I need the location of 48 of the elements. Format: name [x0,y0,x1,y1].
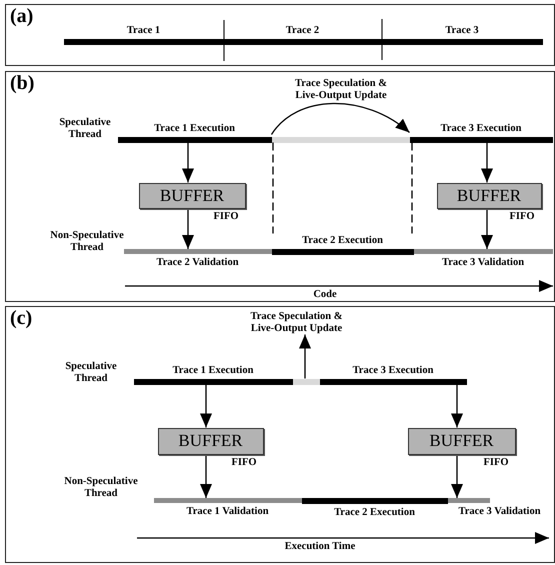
fifo-label: FIFO [232,456,257,468]
arrow [451,384,463,428]
buffer-box: BUFFER [138,182,246,208]
buffer-box: BUFFER [436,182,542,208]
panel-frame [5,306,555,563]
panel-frame [5,71,555,302]
panel-letter: (b) [10,72,34,95]
segment-label: Trace 2 [286,24,320,36]
arrow [182,208,194,249]
fifo-label: FIFO [214,210,239,222]
arrow [200,384,212,428]
thread-label: Speculative Thread [58,117,112,141]
arrow [200,454,212,498]
dashed-line [272,142,274,234]
segment-label: Trace 3 Validation [458,506,541,517]
buffer-box: BUFFER [158,428,264,454]
thread-label: Code [312,289,338,301]
arrow [481,208,493,249]
panel-letter: (c) [10,307,32,330]
segment-label: Trace 1 Execution [172,364,254,376]
segment-label: Trace 3 Execution [352,364,434,376]
panel-letter: (a) [10,5,34,28]
segment-label: Trace 1 Validation [186,506,269,517]
annotation-text: Trace Speculation & Live-Output Update [246,310,346,334]
arrow [182,142,194,182]
segment-label: Trace 1 Execution [154,122,235,134]
segment-label: Trace 3 Execution [440,122,522,134]
buffer-box: BUFFER [408,428,516,454]
segment-label: Trace 3 Validation [442,257,524,268]
segment-label: Trace 2 Execution [334,506,415,518]
arrow [270,102,410,135]
segment-label: Trace 1 [126,24,160,36]
arrow [481,142,493,182]
thread-label: Non-Speculative Thread [49,230,125,254]
fifo-label: FIFO [510,210,535,222]
thread-label: Non-Speculative Thread [63,476,139,500]
timeline-bar [272,136,410,142]
segment-label: Trace 2 Validation [156,257,239,268]
thread-label: Speculative Thread [64,361,118,385]
arrow [299,334,311,378]
arrow [451,454,463,498]
segment-label: Trace 2 Execution [302,234,383,246]
segment-label: Trace 3 [445,24,479,36]
fifo-label: FIFO [484,456,509,468]
panel-frame [5,4,555,66]
timeline-bar [292,378,320,384]
thread-label: Execution Time [284,541,356,553]
dashed-line [411,142,413,234]
